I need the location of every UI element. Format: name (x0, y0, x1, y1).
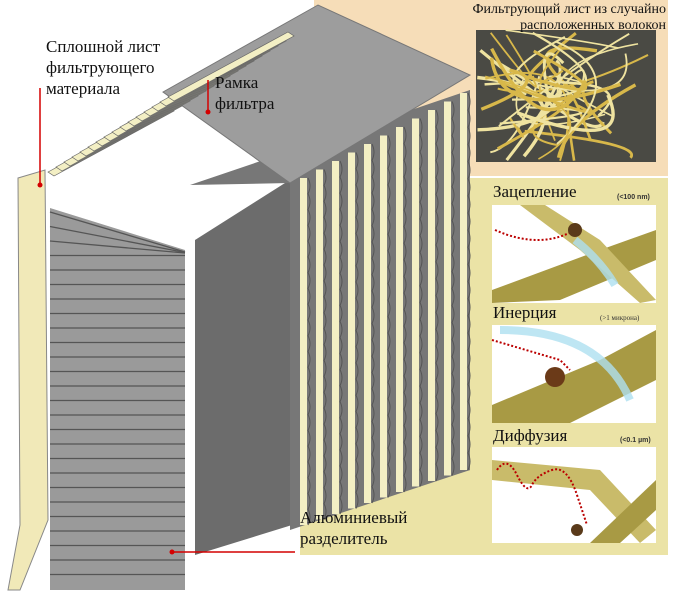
separator-ridge (49, 240, 186, 254)
label-random-fibers: Фильтрующий лист из случайно расположенн… (472, 2, 667, 33)
fiber (556, 83, 637, 159)
fiber (525, 49, 588, 91)
media-pleat (364, 144, 371, 503)
fiber (539, 50, 564, 83)
media-pleat (300, 178, 307, 525)
separator-wave (435, 109, 439, 482)
separator-ridge (49, 211, 186, 253)
separator-wave (387, 135, 391, 498)
media-pleat (444, 101, 451, 476)
fiber-strands (477, 29, 649, 162)
separator-wave (339, 160, 343, 515)
media-pleat (380, 135, 387, 498)
mechanism-title-diffusion: Диффузия (493, 426, 568, 445)
fiber (581, 80, 613, 135)
fiber (516, 94, 615, 132)
separator-wave (467, 92, 471, 471)
mechanism-size-diffusion: (<0.1 µm) (620, 437, 651, 444)
separator-wave (451, 101, 455, 476)
separator-wave (419, 118, 423, 487)
fiber (505, 29, 619, 49)
separator-wave (355, 152, 359, 509)
label-solid-sheet: Сплошной лист фильтрующего материала (46, 37, 161, 98)
label-frame: Рамка фильтра (215, 73, 275, 113)
label-separator: Алюминиевый разделитель (300, 508, 408, 548)
fiber (490, 47, 588, 112)
mechanism-interception-image (492, 205, 656, 303)
front-separator (50, 208, 185, 590)
media-pleat (396, 127, 403, 492)
fiber (498, 32, 630, 127)
separator-wave (307, 177, 311, 526)
media-pleat (428, 110, 435, 481)
fiber (556, 43, 639, 104)
fiber (490, 32, 537, 88)
fiber (484, 75, 572, 160)
fiber (524, 129, 634, 159)
solid-filter-sheet (7, 169, 49, 591)
media-pleat (348, 152, 355, 509)
fiber (497, 80, 591, 114)
fiber (547, 75, 613, 117)
pleat-fold (167, 31, 295, 102)
fiber (555, 40, 597, 145)
fiber (566, 93, 592, 161)
separator-wave (323, 169, 327, 520)
top-pleats (47, 31, 295, 177)
filter-frame-top (162, 4, 472, 184)
separator-wave (403, 126, 407, 493)
rear-pleats (300, 92, 471, 526)
mechanism-title-inertia: Инерция (493, 303, 557, 322)
media-pleat (412, 118, 419, 487)
separator-wave (371, 143, 375, 504)
front-separator-pleats (49, 208, 186, 590)
mechanism-title-interception: Зацепление (493, 182, 577, 201)
separator-ridge (49, 225, 186, 254)
mechanism-size-interception: (<100 nm) (617, 194, 650, 201)
media-pleat (460, 93, 467, 470)
media-pleat (316, 169, 323, 520)
mechanism-size-inertia: (>1 микрона) (600, 314, 640, 322)
mechanism-inertia-image (491, 325, 656, 423)
fiber (477, 84, 564, 132)
media-pleat (332, 161, 339, 514)
mechanism-diffusion-image (492, 447, 656, 543)
